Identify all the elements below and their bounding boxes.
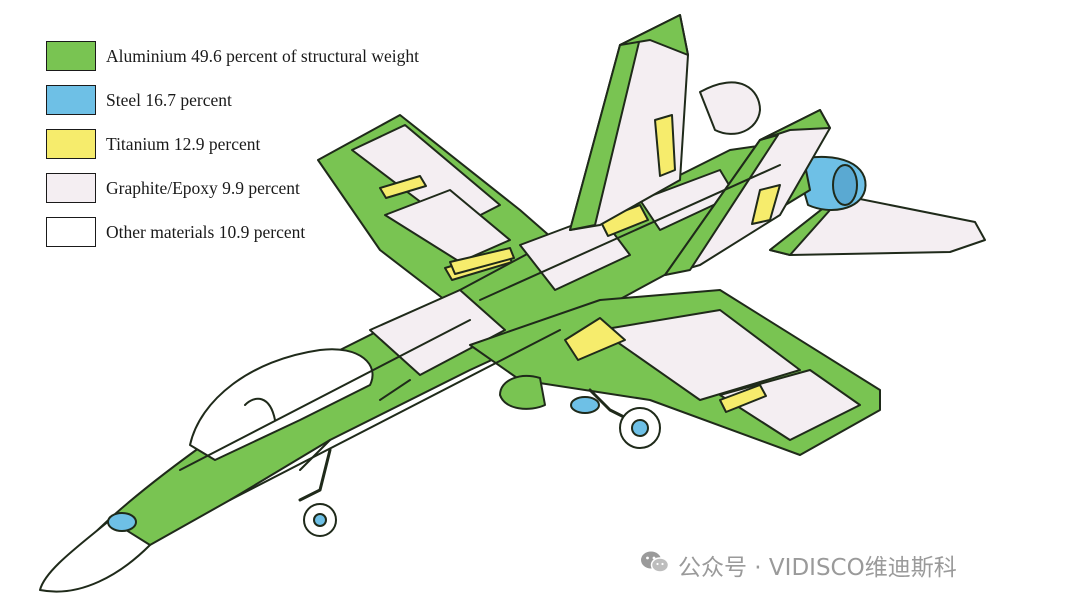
nose-gear-strut	[298, 448, 332, 502]
swatch-steel	[46, 85, 96, 115]
right-wing-titanium-strip	[719, 384, 767, 413]
engine-intake	[499, 375, 546, 410]
fuselage-panel-line-3	[479, 164, 781, 301]
legend-label-titanium: Titanium 12.9 percent	[106, 133, 261, 154]
nose-steel-sensor	[107, 512, 137, 532]
left-tail-titanium-panel	[654, 114, 676, 177]
legend-item-titanium: Titanium 12.9 percent	[46, 128, 419, 160]
right-wing-titanium-panel	[564, 317, 626, 361]
legend-item-graphite-epoxy: Graphite/Epoxy 9.9 percent	[46, 172, 419, 204]
legend-item-aluminium: Aluminium 49.6 percent of structural wei…	[46, 40, 419, 72]
wechat-icon	[640, 549, 670, 581]
main-gear-hub	[631, 419, 649, 437]
main-gear-steel-assembly	[570, 396, 600, 414]
swatch-titanium	[46, 129, 96, 159]
swatch-graphite-epoxy	[46, 173, 96, 203]
right-tail-titanium-panel	[751, 184, 781, 225]
swatch-other	[46, 217, 96, 247]
fuselage-titanium-strip-2	[449, 247, 515, 275]
nose-radome	[39, 519, 151, 593]
right-tail-tip	[759, 109, 831, 141]
legend-item-other: Other materials 10.9 percent	[46, 216, 419, 248]
left-wing-titanium-strip	[379, 175, 427, 199]
canopy-frame	[244, 397, 276, 421]
right-wing-graphite-panel	[599, 309, 801, 401]
fuselage-panel-line-1	[179, 319, 471, 471]
watermark-text: 公众号 · VIDISCO维迪斯科	[678, 555, 957, 581]
material-legend: Aluminium 49.6 percent of structural wei…	[46, 40, 419, 260]
left-exhaust-nozzle	[699, 81, 761, 135]
legend-label-graphite-epoxy: Graphite/Epoxy 9.9 percent	[106, 177, 300, 198]
legend-item-steel: Steel 16.7 percent	[46, 84, 419, 116]
left-wing-graphite-panel-2	[384, 189, 511, 263]
fuselage-panel-line-5	[379, 379, 411, 401]
legend-label-other: Other materials 10.9 percent	[106, 221, 306, 242]
legend-label-steel: Steel 16.7 percent	[106, 89, 232, 110]
fuselage-panel-line-2	[229, 329, 561, 501]
nose-gear-hub	[313, 513, 327, 527]
right-exhaust-ring	[832, 164, 858, 206]
fuselage-panel-line-4	[299, 439, 331, 471]
watermark: 公众号 · VIDISCO维迪斯科	[640, 548, 957, 582]
canopy	[189, 348, 374, 461]
swatch-aluminium	[46, 41, 96, 71]
left-tail-tip	[619, 14, 689, 56]
legend-label-aluminium: Aluminium 49.6 percent of structural wei…	[106, 45, 419, 66]
